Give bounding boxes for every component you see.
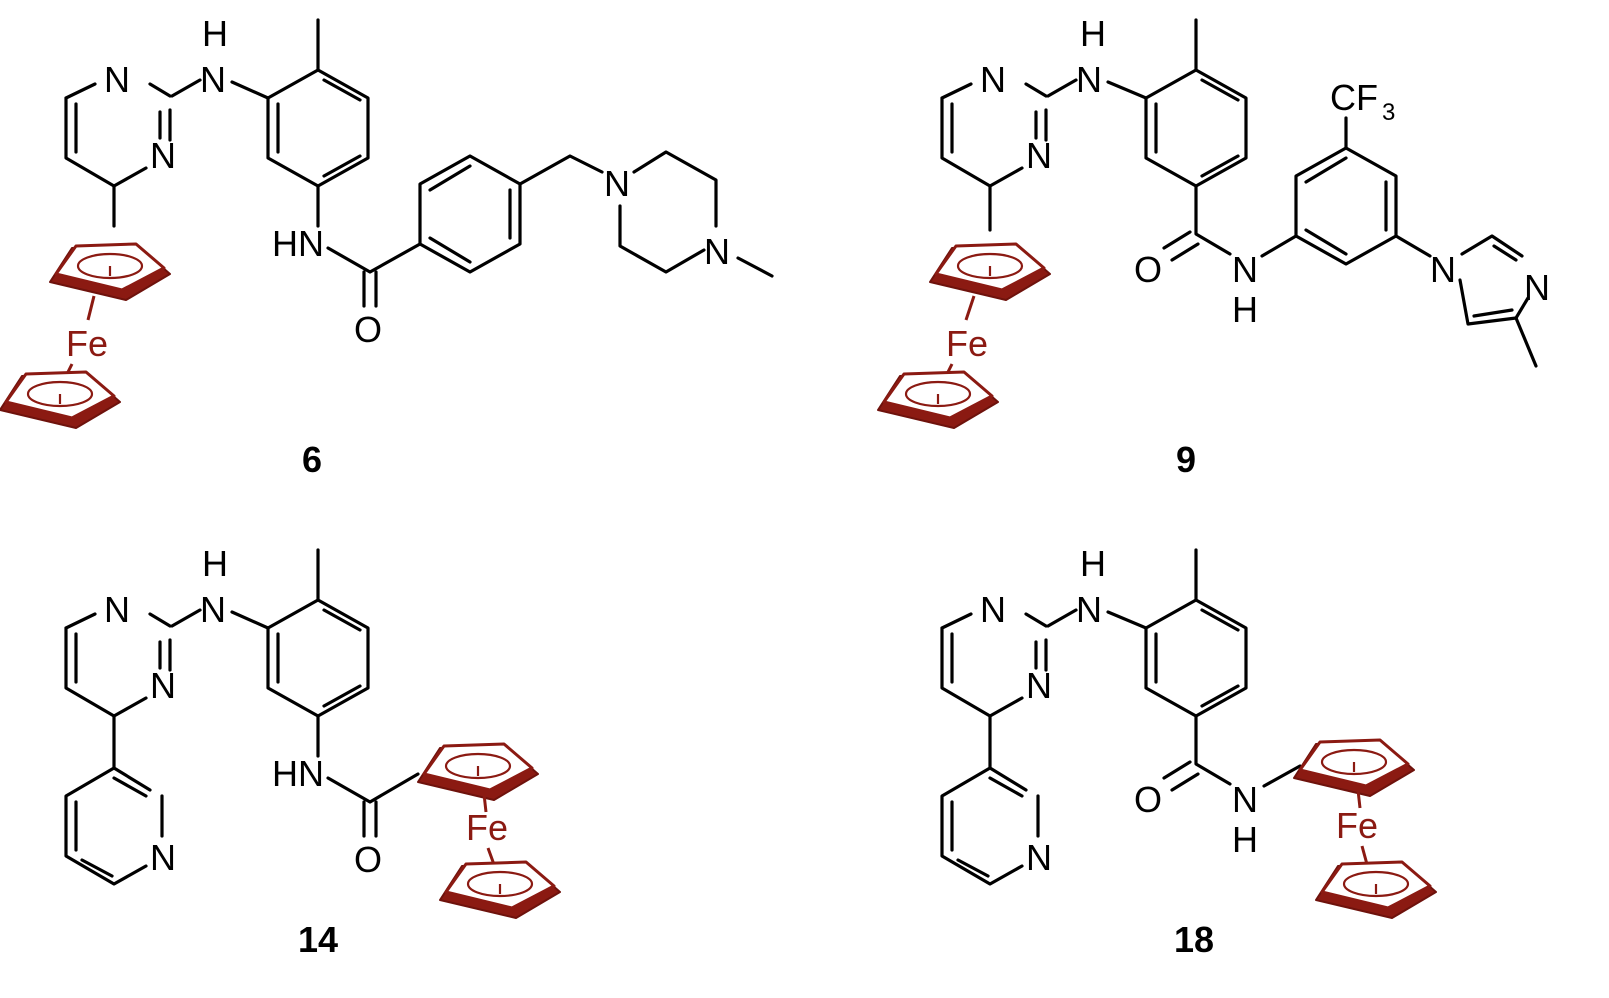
atom-n: N xyxy=(150,665,176,706)
atom-n: N xyxy=(1430,249,1456,290)
atom-h: H xyxy=(1080,13,1106,54)
atom-h: H xyxy=(1232,289,1258,330)
subscript-3: 3 xyxy=(1382,99,1395,126)
compound-label: 14 xyxy=(298,919,338,960)
atom-h: H xyxy=(202,13,228,54)
atom-n: N xyxy=(1524,267,1550,308)
atom-n: N xyxy=(200,59,226,100)
atom-cf: CF xyxy=(1330,77,1378,118)
atom-n: N xyxy=(1232,779,1258,820)
atom-n: N xyxy=(1026,665,1052,706)
atom-o: O xyxy=(354,309,382,350)
atom-hn: HN xyxy=(272,223,324,264)
atom-n: N xyxy=(704,231,730,272)
atom-n: N xyxy=(150,837,176,878)
atom-n: N xyxy=(1026,135,1052,176)
atom-h: H xyxy=(202,543,228,584)
atom-fe: Fe xyxy=(1336,805,1378,846)
atom-n: N xyxy=(1026,837,1052,878)
atom-o: O xyxy=(1134,249,1162,290)
atom-n: N xyxy=(1232,249,1258,290)
compound-6-structure: N N H N HN O N N Fe 6 xyxy=(0,13,774,480)
atom-n: N xyxy=(200,589,226,630)
compound-18-structure: N N H N N O N H Fe 18 xyxy=(940,543,1438,960)
atom-n: N xyxy=(104,589,130,630)
atom-fe: Fe xyxy=(946,323,988,364)
atom-n: N xyxy=(604,163,630,204)
compound-label: 9 xyxy=(1176,439,1196,480)
atom-n: N xyxy=(104,59,130,100)
atom-n: N xyxy=(980,589,1006,630)
atom-hn: HN xyxy=(272,753,324,794)
atom-fe: Fe xyxy=(66,323,108,364)
atom-fe: Fe xyxy=(466,807,508,848)
compound-14-structure: N N H N N HN O Fe 14 xyxy=(64,543,562,960)
atom-n: N xyxy=(1076,589,1102,630)
atom-h: H xyxy=(1232,819,1258,860)
atom-h: H xyxy=(1080,543,1106,584)
atom-n: N xyxy=(150,135,176,176)
compound-9-structure: N N H N O N H CF 3 N N Fe xyxy=(876,13,1550,480)
atom-o: O xyxy=(354,839,382,880)
atom-n: N xyxy=(1076,59,1102,100)
atom-n: N xyxy=(980,59,1006,100)
compound-label: 18 xyxy=(1174,919,1214,960)
compound-label: 6 xyxy=(302,439,322,480)
atom-o: O xyxy=(1134,779,1162,820)
